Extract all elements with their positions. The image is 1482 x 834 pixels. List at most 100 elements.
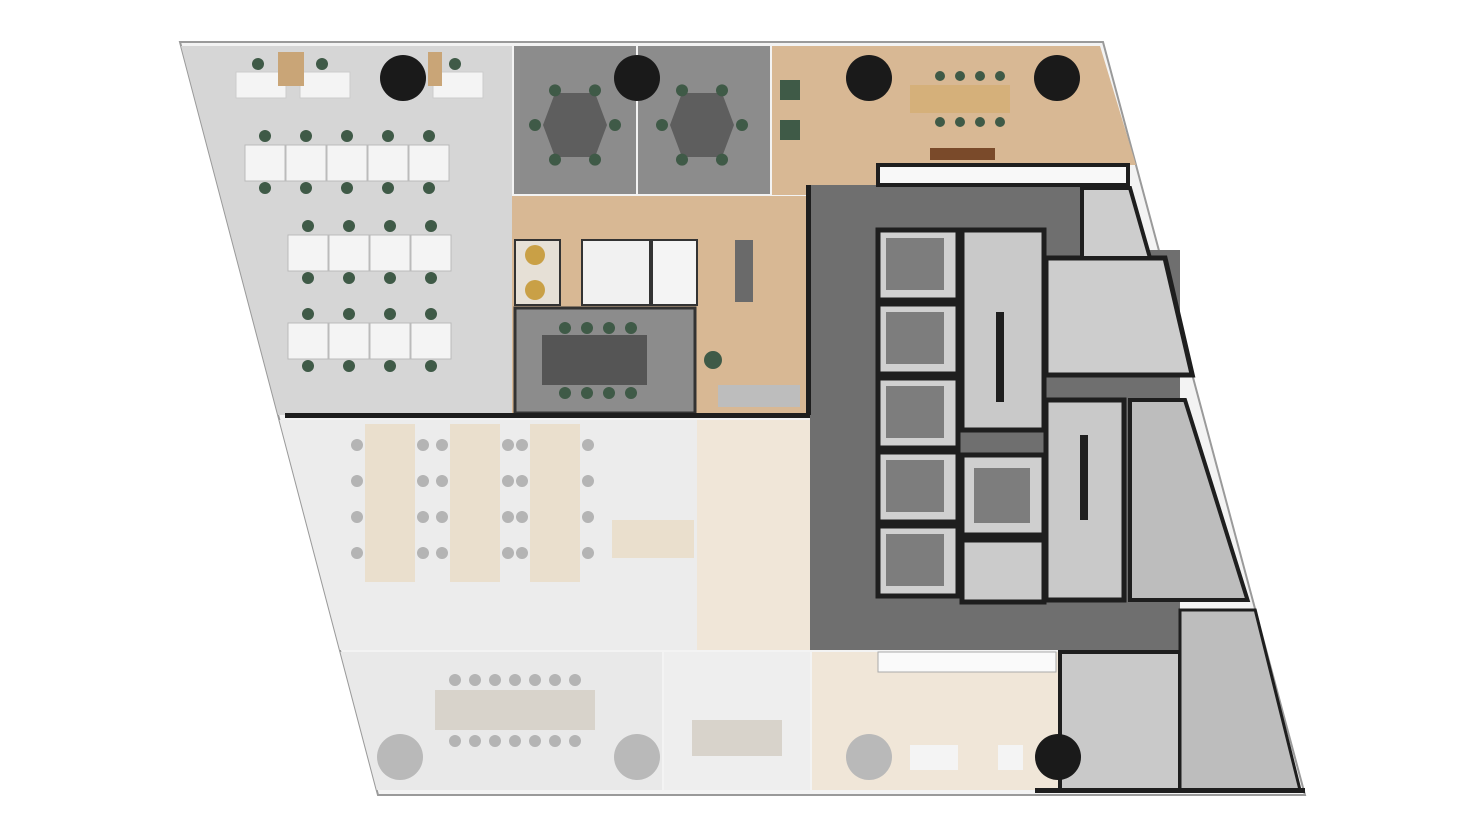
kitchen [581,239,651,306]
chair [436,547,448,559]
stair-rail [1080,435,1088,520]
core-wall [806,185,811,415]
chair [449,674,461,686]
meeting-table [910,85,1010,113]
chair [502,439,514,451]
chair [516,547,528,559]
partition-wall [285,413,810,418]
desk-bench-faded [365,424,415,582]
chair [436,439,448,451]
chair [417,439,429,451]
chair [516,475,528,487]
chair [436,475,448,487]
desk-faded [612,520,694,558]
restroom-1 [1043,255,1196,378]
desk [328,322,370,360]
round-table [614,55,660,101]
elevator-car [886,460,944,512]
round-table [380,55,426,101]
desk [326,144,368,182]
chair [589,153,601,166]
round-table [1034,55,1080,101]
chair [581,322,593,334]
chair [382,182,394,194]
chair [529,735,541,747]
chair [425,360,437,372]
chair [656,119,668,131]
chair [955,117,965,127]
desk-wood [428,52,442,86]
meeting-table [692,720,782,756]
chair [625,322,637,334]
chair [341,130,353,142]
chair [351,547,363,559]
chair [343,308,355,320]
shaft-room-2 [1178,608,1302,792]
chair [302,272,314,284]
stool [525,280,545,300]
chair [582,511,594,523]
round-table [846,55,892,101]
desk [244,144,286,182]
service-elevator-car [974,468,1030,523]
desk [328,234,370,272]
meeting-table [543,93,607,157]
chair [469,674,481,686]
storage-closets [876,163,1130,187]
chair [252,58,264,70]
armchair [780,120,800,140]
chair [935,117,945,127]
chair [569,674,581,686]
chair [449,735,461,747]
chair [436,511,448,523]
chair [603,322,615,334]
chair [589,84,601,97]
desk [410,322,452,360]
chair [955,71,965,81]
chair [300,182,312,194]
chair [559,387,571,399]
chair [676,153,688,166]
chair [549,674,561,686]
sideboard [930,148,995,160]
chair [469,735,481,747]
stool [525,245,545,265]
chair [417,547,429,559]
chair [302,308,314,320]
chair [489,735,501,747]
chair [995,117,1005,127]
chair [417,475,429,487]
chair [302,220,314,232]
chair [384,360,396,372]
chair [425,220,437,232]
chair [509,735,521,747]
chair [582,439,594,451]
round-table [614,734,660,780]
chair [549,84,561,97]
chair [502,475,514,487]
table [910,745,958,770]
desk [410,234,452,272]
chair [529,674,541,686]
elevator-car [886,312,944,364]
bottom-wall [1035,788,1305,793]
chair [516,439,528,451]
chair [935,71,945,81]
desk-bench-faded [450,424,500,582]
round-table [846,734,892,780]
chair [603,387,615,399]
chair [343,360,355,372]
chair [489,674,501,686]
chair [582,547,594,559]
chair [343,272,355,284]
chair [569,735,581,747]
desk [235,71,287,99]
chair [676,84,688,97]
chair [581,387,593,399]
boardroom-table [435,690,595,730]
chair [509,674,521,686]
chair [582,475,594,487]
chair [625,387,637,399]
storage-closets-2 [877,651,1057,673]
